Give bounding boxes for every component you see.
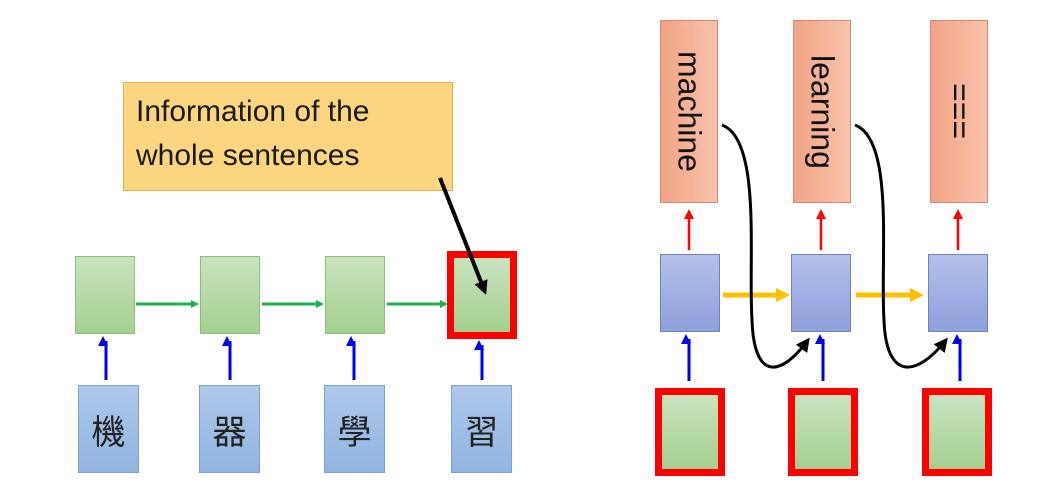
input-char-2: 器 xyxy=(199,385,260,473)
decoder-cell-1 xyxy=(660,254,720,332)
output-word-3-label: === xyxy=(941,83,978,140)
decoder-cell-3 xyxy=(928,254,988,332)
feedback-curve-1 xyxy=(721,123,810,369)
decoder-input-3 xyxy=(922,388,992,476)
output-word-3: === xyxy=(930,20,988,203)
output-word-2-label: learning xyxy=(804,54,841,169)
callout-pointer-arrow xyxy=(438,177,488,295)
input-char-1: 機 xyxy=(78,385,139,473)
output-word-1-label: machine xyxy=(671,51,708,172)
encoder-cell-2 xyxy=(200,256,260,334)
output-word-2: learning xyxy=(793,20,851,203)
input-char-4: 習 xyxy=(451,385,512,473)
callout-box: Information of the whole sentences xyxy=(123,82,453,191)
encoder-cell-3 xyxy=(325,256,385,334)
callout-line-1: Information of the xyxy=(136,95,370,128)
encoder-cell-1 xyxy=(75,256,135,334)
output-word-1: machine xyxy=(660,20,718,203)
input-char-3: 學 xyxy=(324,385,385,473)
encoder-cell-final-highlighted xyxy=(447,251,517,339)
decoder-input-1 xyxy=(655,388,725,476)
callout-line-2: whole sentences xyxy=(136,139,360,172)
decoder-cell-2 xyxy=(791,254,851,332)
decoder-input-2 xyxy=(788,388,858,476)
feedback-curve-2 xyxy=(854,123,948,369)
